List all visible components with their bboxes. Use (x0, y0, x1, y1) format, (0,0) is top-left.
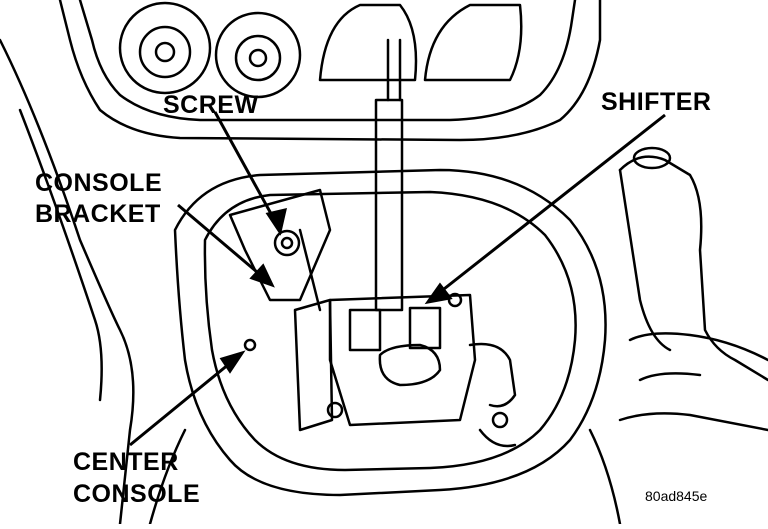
label-center-console-line1: CENTER (73, 448, 179, 476)
label-center-console-line2: CONSOLE (73, 480, 201, 508)
label-shifter: SHIFTER (601, 88, 712, 116)
label-screw: SCREW (163, 91, 259, 119)
left-seat (0, 38, 135, 526)
center-console-shell (173, 168, 607, 497)
right-vent (318, 3, 418, 82)
console-bracket (228, 188, 332, 302)
left-gauge (118, 1, 212, 95)
wiring-connector (468, 342, 517, 408)
figure-code: 80ad845e (645, 488, 708, 504)
shifter-leader (429, 113, 666, 302)
console-bracket-leader (177, 203, 271, 285)
label-console-bracket-line2: BRACKET (35, 200, 161, 228)
hand (618, 332, 768, 432)
shifter-rod (374, 98, 404, 312)
screw-head (273, 229, 301, 257)
parking-brake-handle (618, 155, 768, 382)
instrument-panel (58, 0, 602, 142)
label-console-bracket-line1: CONSOLE (35, 169, 163, 197)
center-console-leader (129, 353, 241, 447)
center-gauge (214, 11, 302, 99)
screw-leader (213, 111, 282, 231)
shifter-base (328, 293, 477, 427)
